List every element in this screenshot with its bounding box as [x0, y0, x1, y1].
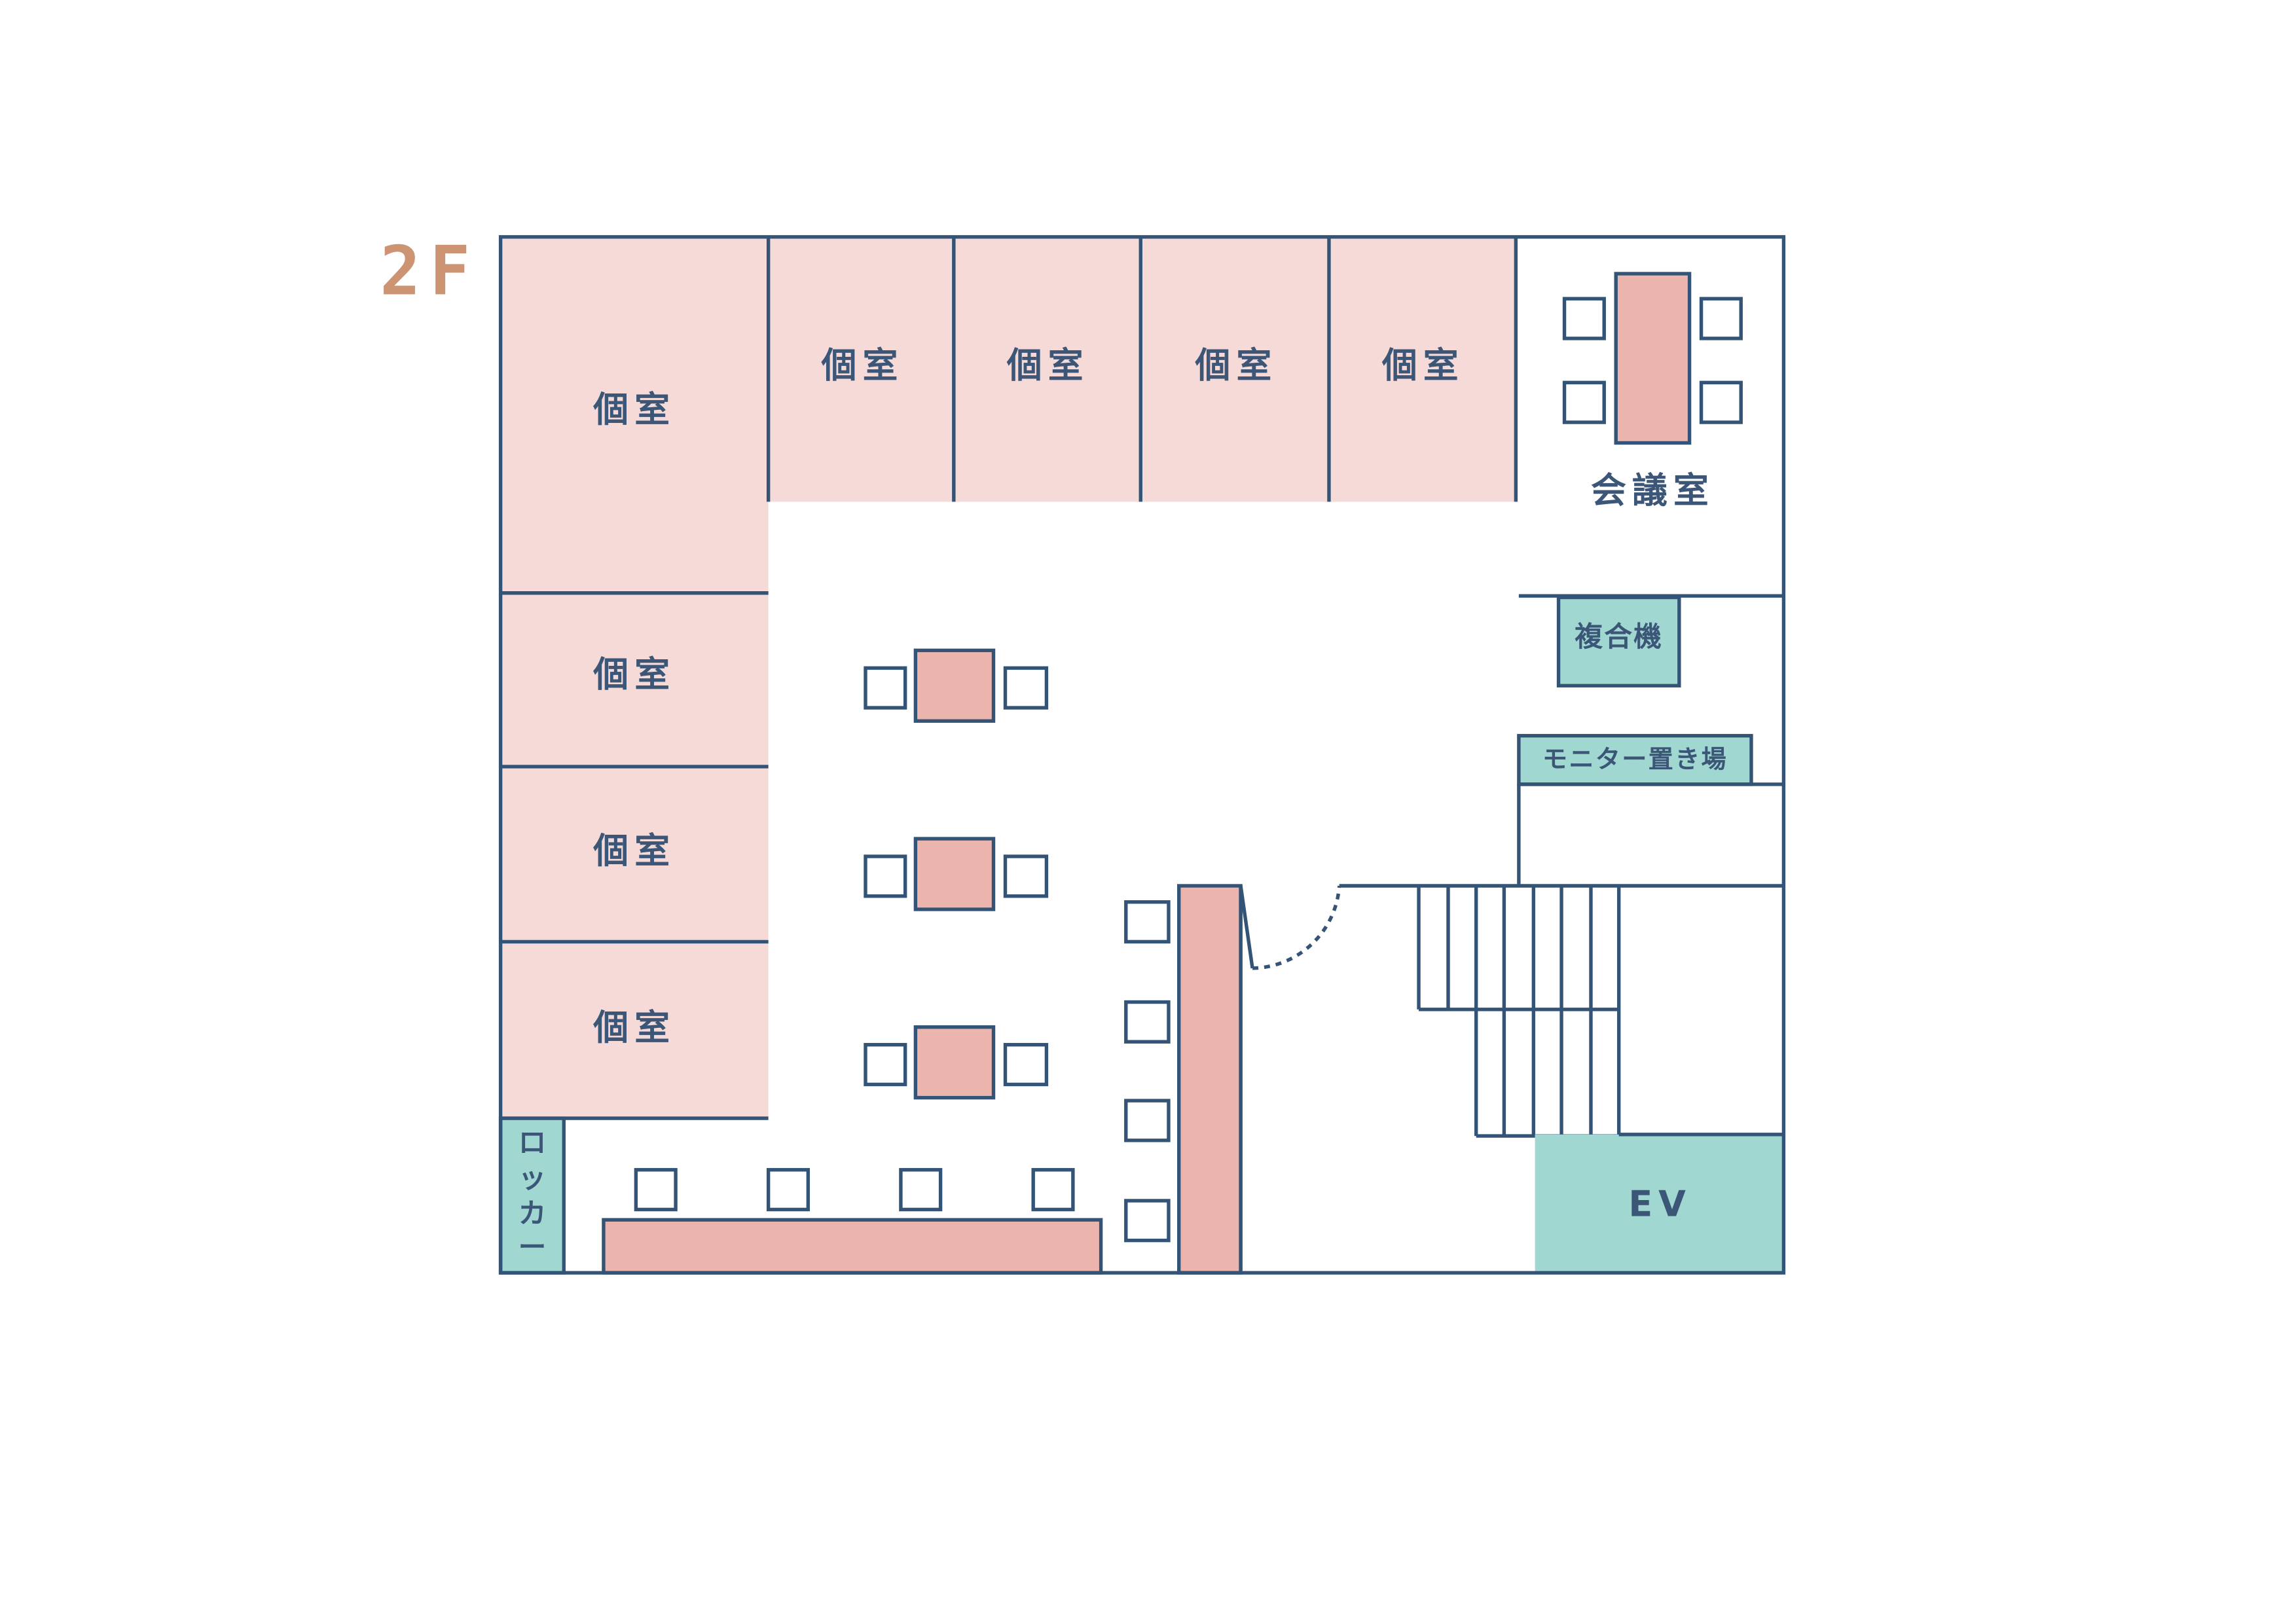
meeting-table	[1614, 272, 1692, 445]
chair	[1003, 854, 1049, 898]
table	[913, 1025, 996, 1100]
chair	[1124, 1199, 1171, 1243]
private-room-column	[500, 593, 769, 1119]
counter	[602, 1218, 1103, 1275]
locker-char: ロ	[519, 1127, 548, 1159]
chair	[1699, 380, 1743, 424]
chair	[864, 666, 907, 710]
chair	[1562, 297, 1606, 340]
chair	[1124, 900, 1171, 944]
meeting-room-label: 会議室	[1591, 470, 1715, 511]
copier: 複合機	[1556, 595, 1681, 688]
chair	[864, 1043, 907, 1087]
private-rooms: 個室 個室 個室 個室 個室 個室 個室 個室	[500, 236, 1518, 1120]
table	[913, 837, 996, 911]
elevator-label: EV	[1628, 1184, 1692, 1225]
chair	[1124, 1099, 1171, 1142]
private-room-label: 個室	[592, 830, 676, 871]
private-room-label: 個室	[592, 389, 676, 430]
chair	[864, 854, 907, 898]
chair	[1003, 1043, 1049, 1087]
locker-char: カ	[519, 1197, 548, 1230]
chair	[1003, 666, 1049, 710]
copier-label: 複合機	[1575, 621, 1663, 653]
locker: ロ ッ カ ー	[498, 1116, 566, 1275]
chair	[766, 1168, 811, 1212]
floor-label: 2F	[380, 232, 479, 311]
locker-char: ッ	[519, 1162, 548, 1195]
outer-wall	[498, 235, 1786, 1275]
private-room-label: 個室	[1194, 345, 1277, 386]
elevator: EV	[1535, 1133, 1784, 1273]
private-room-label: 個室	[1006, 345, 1089, 386]
chair	[899, 1168, 943, 1212]
stairs	[1417, 885, 1621, 1138]
monitor-storage-label: モニター置き場	[1542, 745, 1728, 774]
door[interactable]	[1239, 885, 1341, 1273]
monitor-storage: モニター置き場	[1517, 734, 1753, 786]
chair	[1562, 380, 1606, 424]
long-counter	[1177, 884, 1243, 1275]
meeting-room: 会議室	[1562, 272, 1743, 511]
private-room-large[interactable]	[500, 236, 769, 593]
private-room-label: 個室	[821, 345, 904, 386]
private-room-label: 個室	[1381, 345, 1465, 386]
chair	[1031, 1168, 1075, 1212]
chair	[1124, 1000, 1171, 1044]
table	[913, 648, 996, 723]
private-room-label: 個室	[592, 1007, 676, 1048]
chair	[1699, 297, 1743, 340]
private-room-label: 個室	[592, 653, 676, 695]
chair	[634, 1168, 678, 1212]
locker-char: ー	[519, 1231, 548, 1264]
